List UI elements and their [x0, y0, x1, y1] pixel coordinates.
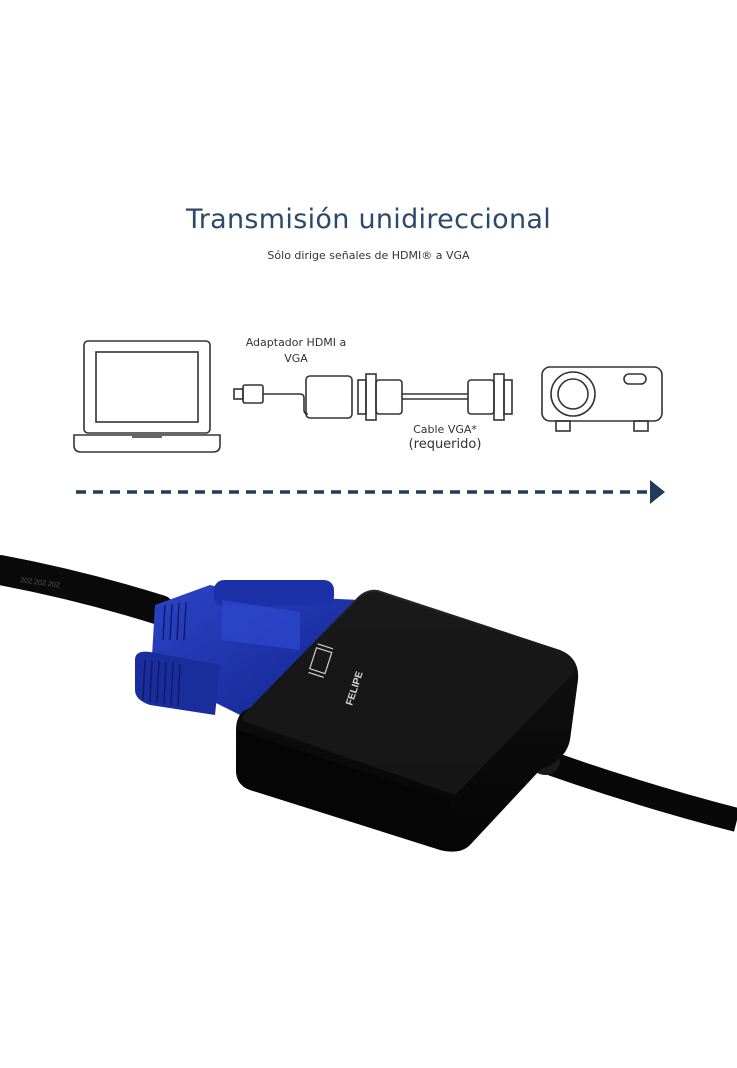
vga-cable-icon	[357, 373, 513, 421]
vga-connector	[135, 580, 360, 720]
vga-cable: 20Z 20Z 20Z	[0, 555, 175, 625]
page-subtitle: Sólo dirige señales de HDMI® a VGA	[267, 249, 470, 262]
adapter-icon	[233, 375, 353, 419]
laptop-icon	[73, 340, 221, 453]
projector-icon	[541, 366, 663, 432]
brand-logo	[308, 643, 334, 678]
adapter-label: Adaptador HDMI a VGA	[245, 336, 347, 365]
cable-label: Cable VGA*	[413, 423, 477, 436]
arrow-right-icon	[76, 480, 665, 504]
connection-diagram	[73, 340, 665, 504]
page-title: Transmisión unidireccional	[185, 204, 552, 235]
product-photo: 20Z 20Z 20Z	[0, 555, 737, 852]
cable-required-label: (requerido)	[408, 437, 482, 452]
adapter-body	[236, 589, 579, 852]
